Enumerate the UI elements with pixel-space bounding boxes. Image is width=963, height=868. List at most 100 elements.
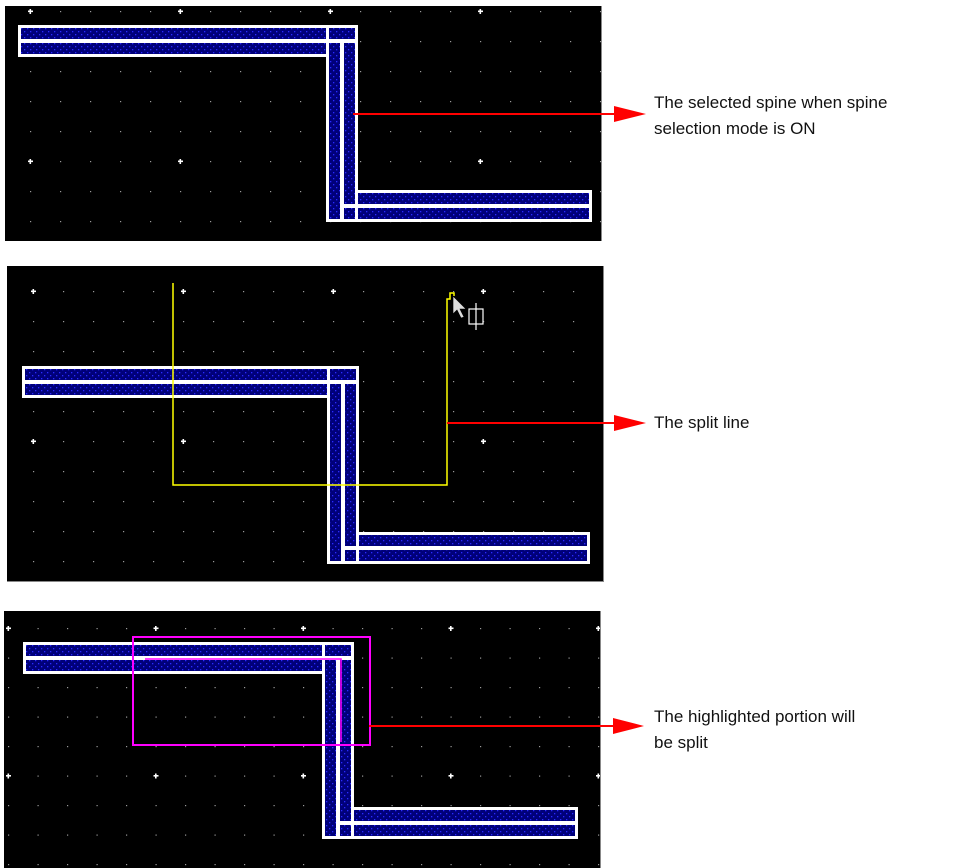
grid-dot: [483, 531, 485, 533]
grid-dot: [453, 441, 455, 443]
grid-dot: [423, 291, 425, 293]
grid-dot: [573, 381, 575, 383]
grid-dot: [363, 381, 365, 383]
grid-dot: [120, 71, 122, 73]
grid-dot: [67, 864, 69, 866]
grid-dot: [185, 775, 187, 777]
grid-dot: [303, 531, 305, 533]
wire-track: [344, 28, 355, 219]
grid-dot: [270, 221, 272, 223]
grid-dot: [540, 161, 542, 163]
highlighted-spine: [145, 658, 342, 742]
grid-dot: [513, 501, 515, 503]
grid-dot: [303, 834, 305, 836]
grid-dot: [155, 716, 157, 718]
grid-dot: [360, 101, 362, 103]
grid-dot: [67, 628, 69, 630]
grid-dot: [420, 161, 422, 163]
layout-canvas-2[interactable]: [7, 266, 603, 581]
grid-dot: [210, 71, 212, 73]
grid-dot: [480, 716, 482, 718]
grid-dot: [420, 41, 422, 43]
grid-dot: [509, 716, 511, 718]
grid-dot: [30, 191, 32, 193]
wire-route: [22, 366, 590, 564]
grid-dot: [126, 716, 128, 718]
grid-dot: [243, 531, 245, 533]
grid-dot: [213, 351, 215, 353]
grid-dot: [126, 805, 128, 807]
grid-dot: [421, 805, 423, 807]
grid-dot: [185, 834, 187, 836]
grid-dot: [8, 746, 10, 748]
grid-dot: [150, 71, 152, 73]
grid-dot: [213, 561, 215, 563]
grid-dot: [185, 687, 187, 689]
grid-dot: [362, 657, 364, 659]
grid-dot: [273, 864, 275, 866]
layout-canvas-highlighted-portion[interactable]: [4, 611, 601, 868]
grid-dot: [243, 291, 245, 293]
grid-dot: [153, 561, 155, 563]
grid-dot: [510, 71, 512, 73]
grid-dot: [543, 471, 545, 473]
grid-dot: [509, 657, 511, 659]
grid-dot: [423, 321, 425, 323]
highlight-region: [132, 636, 371, 746]
grid-dot: [363, 441, 365, 443]
wire-track: [340, 645, 351, 836]
grid-dot: [150, 131, 152, 133]
layout-canvas-3[interactable]: [4, 611, 600, 868]
grid-dot: [185, 864, 187, 866]
grid-dot: [67, 834, 69, 836]
grid-dot: [33, 351, 35, 353]
grid-dot: [543, 321, 545, 323]
grid-dot: [453, 531, 455, 533]
grid-dot: [598, 864, 600, 866]
layout-canvas-selected-spine[interactable]: [5, 6, 602, 241]
grid-dot: [180, 71, 182, 73]
grid-dot: [453, 501, 455, 503]
grid-dot: [273, 716, 275, 718]
grid-dot: [300, 71, 302, 73]
grid-dot: [600, 11, 601, 13]
wire-separator: [336, 821, 578, 825]
grid-major-mark: [302, 773, 305, 779]
wire-separator: [22, 380, 356, 384]
grid-dot: [303, 441, 305, 443]
grid-dot: [273, 471, 275, 473]
grid-dot: [210, 191, 212, 193]
grid-dot: [273, 805, 275, 807]
grid-dot: [273, 351, 275, 353]
grid-dot: [90, 161, 92, 163]
grid-dot: [543, 501, 545, 503]
grid-dot: [480, 131, 482, 133]
arrow-head-icon: [614, 415, 646, 431]
grid-dot: [150, 11, 152, 13]
grid-dot: [568, 657, 570, 659]
grid-dot: [393, 321, 395, 323]
grid-dot: [33, 411, 35, 413]
grid-dot: [8, 657, 10, 659]
grid-dot: [155, 834, 157, 836]
grid-major-mark: [179, 159, 182, 164]
wire-track: [330, 550, 587, 561]
layout-canvas-1[interactable]: [5, 6, 601, 241]
grid-dot: [30, 131, 32, 133]
grid-dot: [37, 687, 39, 689]
grid-dot: [270, 161, 272, 163]
grid-dot: [185, 628, 187, 630]
grid-dot: [123, 501, 125, 503]
grid-dot: [60, 101, 62, 103]
grid-dot: [513, 411, 515, 413]
grid-major-mark: [302, 626, 305, 631]
grid-dot: [453, 381, 455, 383]
grid-dot: [214, 864, 216, 866]
layout-canvas-split-line[interactable]: [7, 266, 604, 582]
grid-dot: [391, 775, 393, 777]
grid-dot: [63, 291, 65, 293]
grid-dot: [450, 746, 452, 748]
grid-dot: [568, 628, 570, 630]
grid-dot: [273, 441, 275, 443]
grid-dot: [96, 687, 98, 689]
